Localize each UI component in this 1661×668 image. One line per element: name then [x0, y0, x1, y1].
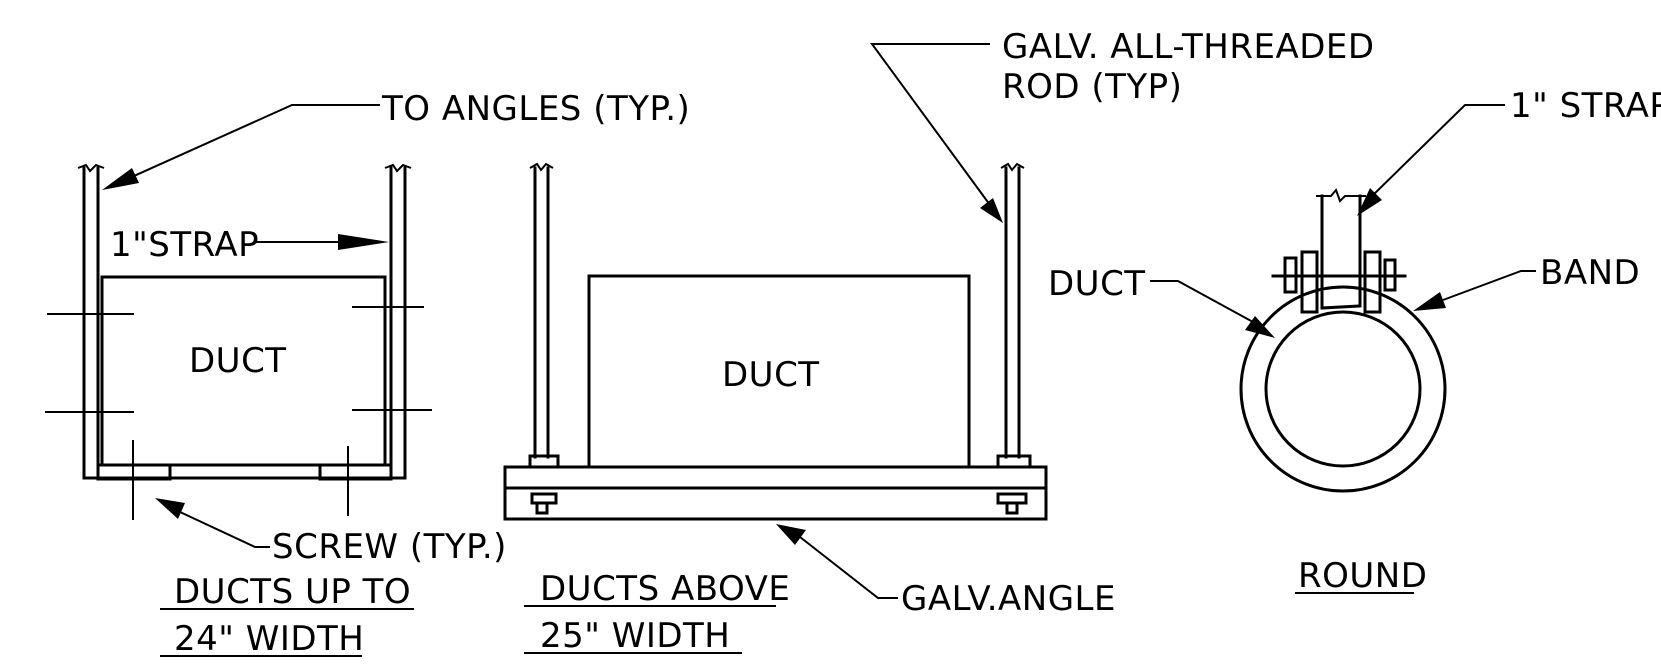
screw-arrowhead	[155, 498, 185, 519]
galv-rod-label-line-2: ROD (TYP)	[1002, 67, 1182, 107]
left-rod-break	[529, 162, 554, 172]
left-duct-box	[100, 275, 387, 467]
galv-rod-arrowhead	[980, 198, 1003, 223]
band-bolt-head-left	[1283, 256, 1298, 294]
duct-middle-label: DUCT	[722, 355, 820, 395]
duct-right-arrowhead	[1245, 316, 1275, 338]
to-angles-label: TO ANGLES (TYP.)	[381, 89, 690, 129]
band-arrowhead	[1413, 292, 1446, 311]
caption-mid-line-1: DUCTS ABOVE	[540, 569, 790, 609]
band-ear-right	[1363, 250, 1382, 314]
strap-left-label: 1"STRAP	[110, 225, 259, 265]
left-strap-inner	[96, 166, 393, 467]
strap-left-arrowhead	[338, 234, 389, 250]
right-detail	[1150, 104, 1536, 594]
left-detail	[45, 104, 432, 657]
galv-angle-arrowhead	[776, 524, 806, 545]
caption-mid-line-2: 25" WIDTH	[540, 616, 730, 656]
duct-right-leader	[1150, 280, 1254, 323]
duct-right-label: DUCT	[1048, 264, 1146, 304]
left-top-nut	[528, 454, 560, 469]
duct-inner-circle	[1264, 310, 1422, 468]
caption-left-line-1: DUCTS UP TO	[174, 572, 411, 612]
galv-rod-leader	[870, 43, 991, 206]
strap-right-label: 1" STRAP	[1510, 86, 1661, 126]
galv-angle-leader	[799, 536, 898, 599]
galv-rod-label-line-1: GALV. ALL-THREADED	[1002, 27, 1375, 67]
round-strap-bottom	[1320, 304, 1362, 310]
strap-right-leader	[1369, 104, 1505, 199]
middle-detail	[503, 43, 1048, 654]
right-rod-break	[1000, 162, 1025, 172]
left-strap-outer	[82, 166, 407, 480]
screw-label: SCREW (TYP.)	[272, 527, 507, 567]
to-angles-arrowhead	[102, 168, 139, 190]
band-bolt-nut-right	[1383, 258, 1397, 292]
band-ear-left	[1300, 250, 1319, 314]
band-outer-circle	[1239, 285, 1447, 493]
right-bottom-nut-tip	[1005, 501, 1019, 515]
left-break-mark	[77, 163, 105, 173]
caption-left-line-2: 24" WIDTH	[174, 619, 364, 659]
right-bottom-tab	[318, 463, 393, 481]
galv-angle-label: GALV.ANGLE	[901, 579, 1116, 619]
band-leader	[1442, 270, 1536, 301]
caption-right: ROUND	[1298, 556, 1427, 596]
to-angles-leader	[124, 104, 380, 181]
screw-leader	[179, 511, 270, 548]
band-label: BAND	[1540, 253, 1640, 293]
right-top-nut	[996, 454, 1032, 469]
right-break-mark	[384, 163, 412, 173]
strap-right-arrowhead	[1357, 188, 1382, 216]
round-strap-break	[1316, 188, 1366, 203]
duct-left-label: DUCT	[189, 341, 287, 381]
left-bottom-nut-tip	[535, 501, 549, 515]
galv-angle-bar	[503, 465, 1048, 521]
